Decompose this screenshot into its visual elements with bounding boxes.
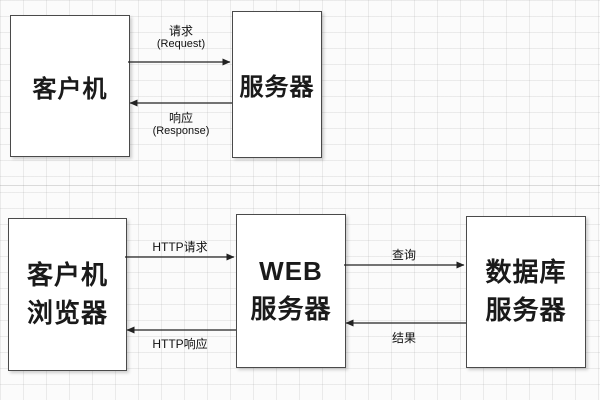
section-divider-line	[0, 185, 600, 186]
label-request-en: (Request)	[156, 38, 206, 50]
node-web-server-line1: WEB	[259, 256, 323, 287]
node-client: 客户机	[10, 15, 130, 157]
label-response: 响应	[168, 111, 194, 125]
label-result: 结果	[391, 331, 417, 345]
node-server-label: 服务器	[239, 74, 315, 101]
node-db-server-line1: 数据库	[485, 257, 567, 288]
node-web-server-line2: 服务器	[250, 294, 332, 324]
label-request: 请求	[168, 24, 194, 38]
node-client-browser-line1: 客户机	[26, 259, 108, 290]
node-client-browser-line2: 浏览器	[26, 297, 108, 328]
label-response-en: (Response)	[152, 125, 210, 137]
label-http-response: HTTP响应	[152, 337, 208, 351]
node-web-server: WEB 服务器	[236, 214, 346, 368]
label-query: 查询	[391, 248, 417, 262]
node-client-label: 客户机	[32, 75, 108, 103]
label-http-request: HTTP请求	[152, 240, 208, 254]
node-db-server: 数据库 服务器	[466, 216, 586, 368]
node-db-server-line2: 服务器	[485, 295, 567, 325]
node-client-browser: 客户机 浏览器	[8, 218, 127, 371]
node-server: 服务器	[232, 11, 322, 158]
